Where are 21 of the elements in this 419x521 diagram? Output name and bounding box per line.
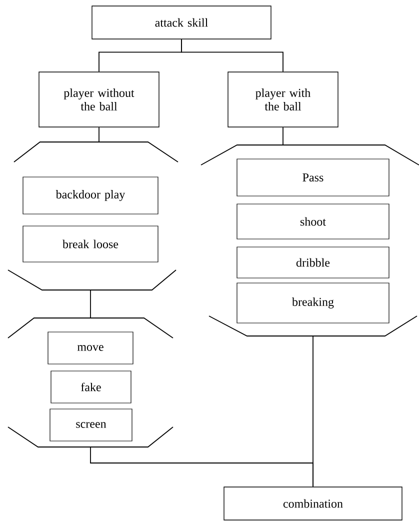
category-box: attack skill bbox=[92, 6, 272, 40]
group-bracket bbox=[8, 142, 178, 290]
item-box: shoot bbox=[236, 204, 390, 240]
group-bracket bbox=[8, 318, 174, 448]
connector-line bbox=[98, 126, 100, 142]
connector-line bbox=[90, 290, 91, 318]
item-box: Pass bbox=[236, 158, 390, 196]
category-box: player without the ball bbox=[38, 72, 160, 128]
connector-line bbox=[282, 126, 284, 145]
item-box: move bbox=[48, 332, 134, 364]
category-box: player with the ball bbox=[228, 72, 338, 128]
item-box: backdoor play bbox=[22, 176, 158, 214]
category-box: combination bbox=[224, 486, 402, 520]
connector-line bbox=[312, 336, 314, 488]
item-box: dribble bbox=[236, 246, 390, 278]
item-box: breaking bbox=[236, 282, 390, 324]
item-box: screen bbox=[50, 408, 132, 442]
group-bracket bbox=[200, 144, 419, 336]
item-box: fake bbox=[50, 370, 132, 404]
item-box: break loose bbox=[22, 226, 158, 262]
connector-line bbox=[181, 38, 284, 72]
